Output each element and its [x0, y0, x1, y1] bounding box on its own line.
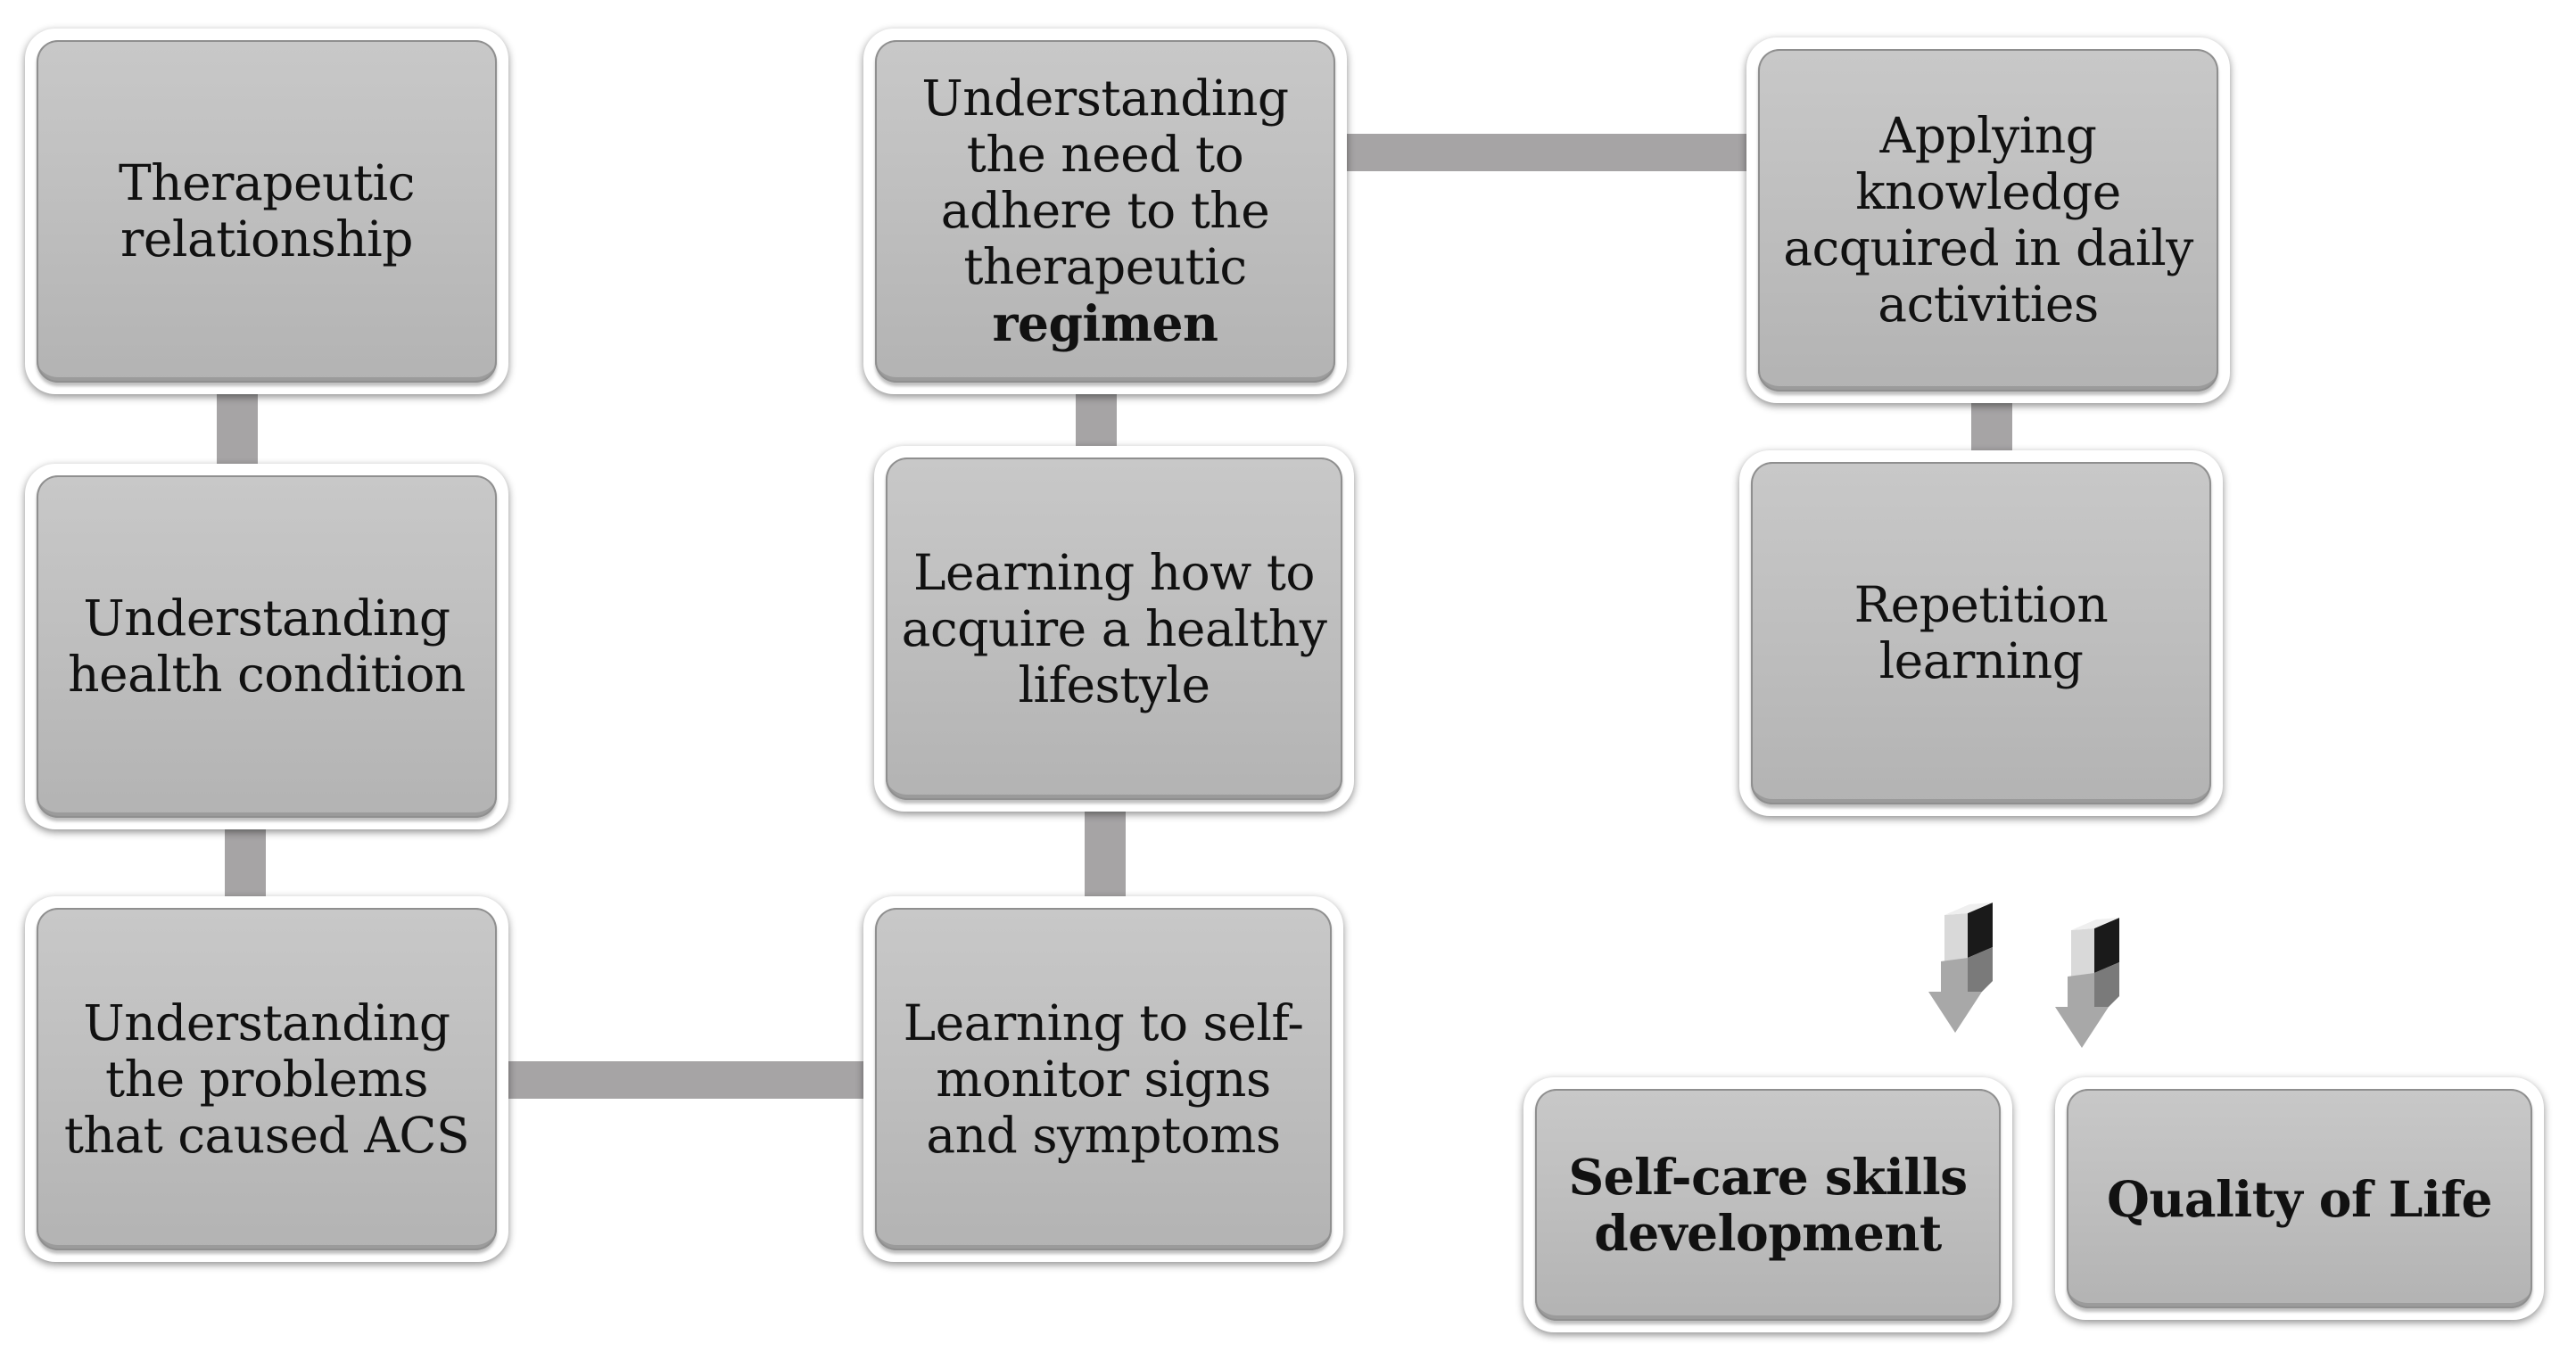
node-understanding-problems-acs: Understanding the problems that caused A…	[25, 896, 508, 1262]
connector-3-4	[500, 1061, 874, 1099]
node-label-bold: regimen	[992, 294, 1219, 352]
node-understanding-adhere-regimen: Understanding the need to adhere to the …	[863, 29, 1347, 394]
node-label: Understanding health condition	[68, 589, 466, 703]
node-quality-of-life: Quality of Life	[2055, 1077, 2544, 1320]
node-applying-knowledge: Applying knowledge acquired in daily act…	[1746, 37, 2230, 403]
node-label-main: Understanding the need to adhere to the …	[921, 70, 1289, 295]
connector-2-3	[225, 822, 266, 903]
node-label: Understanding the problems that caused A…	[63, 993, 470, 1164]
node-label: Learning how to acquire a healthy lifest…	[901, 543, 1327, 713]
connector-1-2	[217, 385, 258, 466]
node-label: Self-care skills development	[1568, 1148, 1968, 1262]
node-label: Quality of Life	[2106, 1169, 2493, 1228]
node-learning-self-monitor: Learning to self-monitor signs and sympt…	[863, 896, 1343, 1262]
connector-6-7	[1338, 134, 1757, 171]
connector-4-5	[1085, 812, 1126, 904]
node-label: Repetition learning	[1854, 576, 2109, 689]
node-understanding-health-condition: Understanding health condition	[25, 464, 508, 829]
node-learning-healthy-lifestyle: Learning how to acquire a healthy lifest…	[874, 446, 1354, 812]
bent-down-arrow-icon	[2055, 918, 2119, 1048]
node-repetition-learning: Repetition learning	[1739, 450, 2223, 816]
node-therapeutic-relationship: Therapeutic relationship	[25, 29, 508, 394]
node-label: Therapeutic relationship	[119, 154, 415, 268]
bent-down-arrow-icon	[1928, 903, 1993, 1033]
node-label: Learning to self-monitor signs and sympt…	[903, 993, 1304, 1164]
node-label: Applying knowledge acquired in daily act…	[1783, 107, 2193, 333]
node-self-care-skills: Self-care skills development	[1523, 1077, 2012, 1332]
